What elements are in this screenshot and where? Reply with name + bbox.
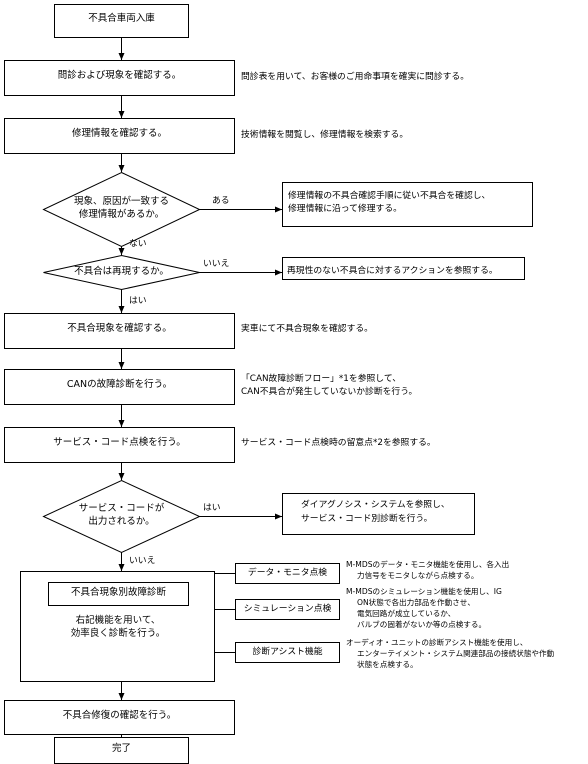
step1-note: 問診表を用いて、お客様のご用命事項を確実に問診する。 <box>241 72 470 82</box>
decision2-no-action: 再現性のない不具合に対するアクションを参照する。 <box>287 266 498 276</box>
decision2-no-label: いいえ <box>203 259 230 269</box>
decision1-yes-action-line2: 修理情報に沿って修理する。 <box>288 204 402 214</box>
decision2-question: 不具合は再現するか。 <box>74 266 169 277</box>
tool-data-monitor-note-line2: 力信号をモニタしながら点検する。 <box>357 571 479 580</box>
step4-note-line1: 「CAN故障診断フロー」*1を参照して、 <box>241 374 401 384</box>
decision1-no-label: ない <box>129 239 147 249</box>
step6-label: 不具合修復の確認を行う。 <box>62 710 177 721</box>
tool-data-monitor-label: データ・モニタ点検 <box>247 568 328 578</box>
decision3-yes-label: はい <box>203 503 221 513</box>
step2-label: 修理情報を確認する。 <box>71 128 167 139</box>
step5-note: サービス・コード点検時の留意点*2を参照する。 <box>241 438 436 448</box>
decision3-no-label: いいえ <box>129 556 156 566</box>
step5-label: サービス・コード点検を行う。 <box>53 437 186 448</box>
step1-label: 問診および現象を確認する。 <box>57 70 182 81</box>
step4-label: CANの故障診断を行う。 <box>66 379 173 390</box>
step4-box <box>4 369 235 405</box>
decision1-question-line2: 修理情報があるか。 <box>78 209 165 220</box>
diagnosis-text-line1: 右記機能を用いて、 <box>75 615 161 626</box>
step2-note: 技術情報を閲覧し、修理情報を検索する。 <box>241 130 409 140</box>
step2-box <box>4 118 235 154</box>
tool-assist-note-line2: エンターテイメント・システム関連部品の接続状態や作動 <box>357 649 555 658</box>
step6-box <box>4 700 235 735</box>
decision3-yes-box <box>282 493 475 535</box>
step5-box <box>4 427 235 463</box>
tool-simulation-label: シミュレーション点検 <box>243 604 332 614</box>
decision1-question-line1: 現象、原因が一致する <box>73 196 169 207</box>
decision1-yes-label: ある <box>212 196 230 206</box>
step3-box <box>4 313 235 349</box>
start-label: 不具合車両入庫 <box>88 13 155 24</box>
diagnosis-title-box <box>48 582 189 606</box>
end-label: 完了 <box>111 743 131 754</box>
decision1-yes-box <box>282 182 533 227</box>
step3-label: 不具合現象を確認する。 <box>67 323 172 334</box>
decision2-no-box <box>282 257 525 280</box>
decision3-yes-action-line1: ダイアグノシス・システムを参照し、 <box>301 500 450 510</box>
diagnosis-title: 不具合現象別故障診断 <box>70 587 166 598</box>
tool-assist-note-line3: 状態を点検する。 <box>357 660 418 669</box>
tool-assist-label: 診断アシスト機能 <box>252 647 323 657</box>
step3-note: 実車にて不具合現象を確認する。 <box>241 324 373 334</box>
decision3-yes-action-line2: サービス・コード別診断を行う。 <box>301 514 433 524</box>
decision2-yes-label: はい <box>129 296 147 306</box>
step4-note-line2: CAN不具合が発生していないか診断を行う。 <box>241 387 418 397</box>
decision1-yes-action-line1: 修理情報の不具合確認手順に従い不具合を確認し、 <box>288 191 491 201</box>
diagnosis-group-box <box>20 571 215 682</box>
tool-simulation-note-line4: バルブの固着がないか等の点検する。 <box>357 620 487 629</box>
tool-data-monitor-note-line1: M-MDSのデータ・モニタ機能を使用し、各入出 <box>346 560 510 569</box>
tool-simulation-note-line2: ON状態で各出力部品を作動させ、 <box>357 598 475 607</box>
diagnosis-text-line2: 効率良く診断を行う。 <box>70 628 166 639</box>
decision3-question-line2: 出力されるか。 <box>88 516 155 527</box>
decision3-question-line1: サービス・コードが <box>78 503 165 514</box>
tool-assist-note-line1: オーディオ・ユニットの診断アシスト機能を使用し、 <box>346 638 528 647</box>
tool-simulation-note-line1: M-MDSのシミュレーション機能を使用し、IG <box>346 587 502 596</box>
tool-simulation-note-line3: 電気回路が成立しているか、 <box>357 609 456 618</box>
step1-box <box>4 60 235 96</box>
